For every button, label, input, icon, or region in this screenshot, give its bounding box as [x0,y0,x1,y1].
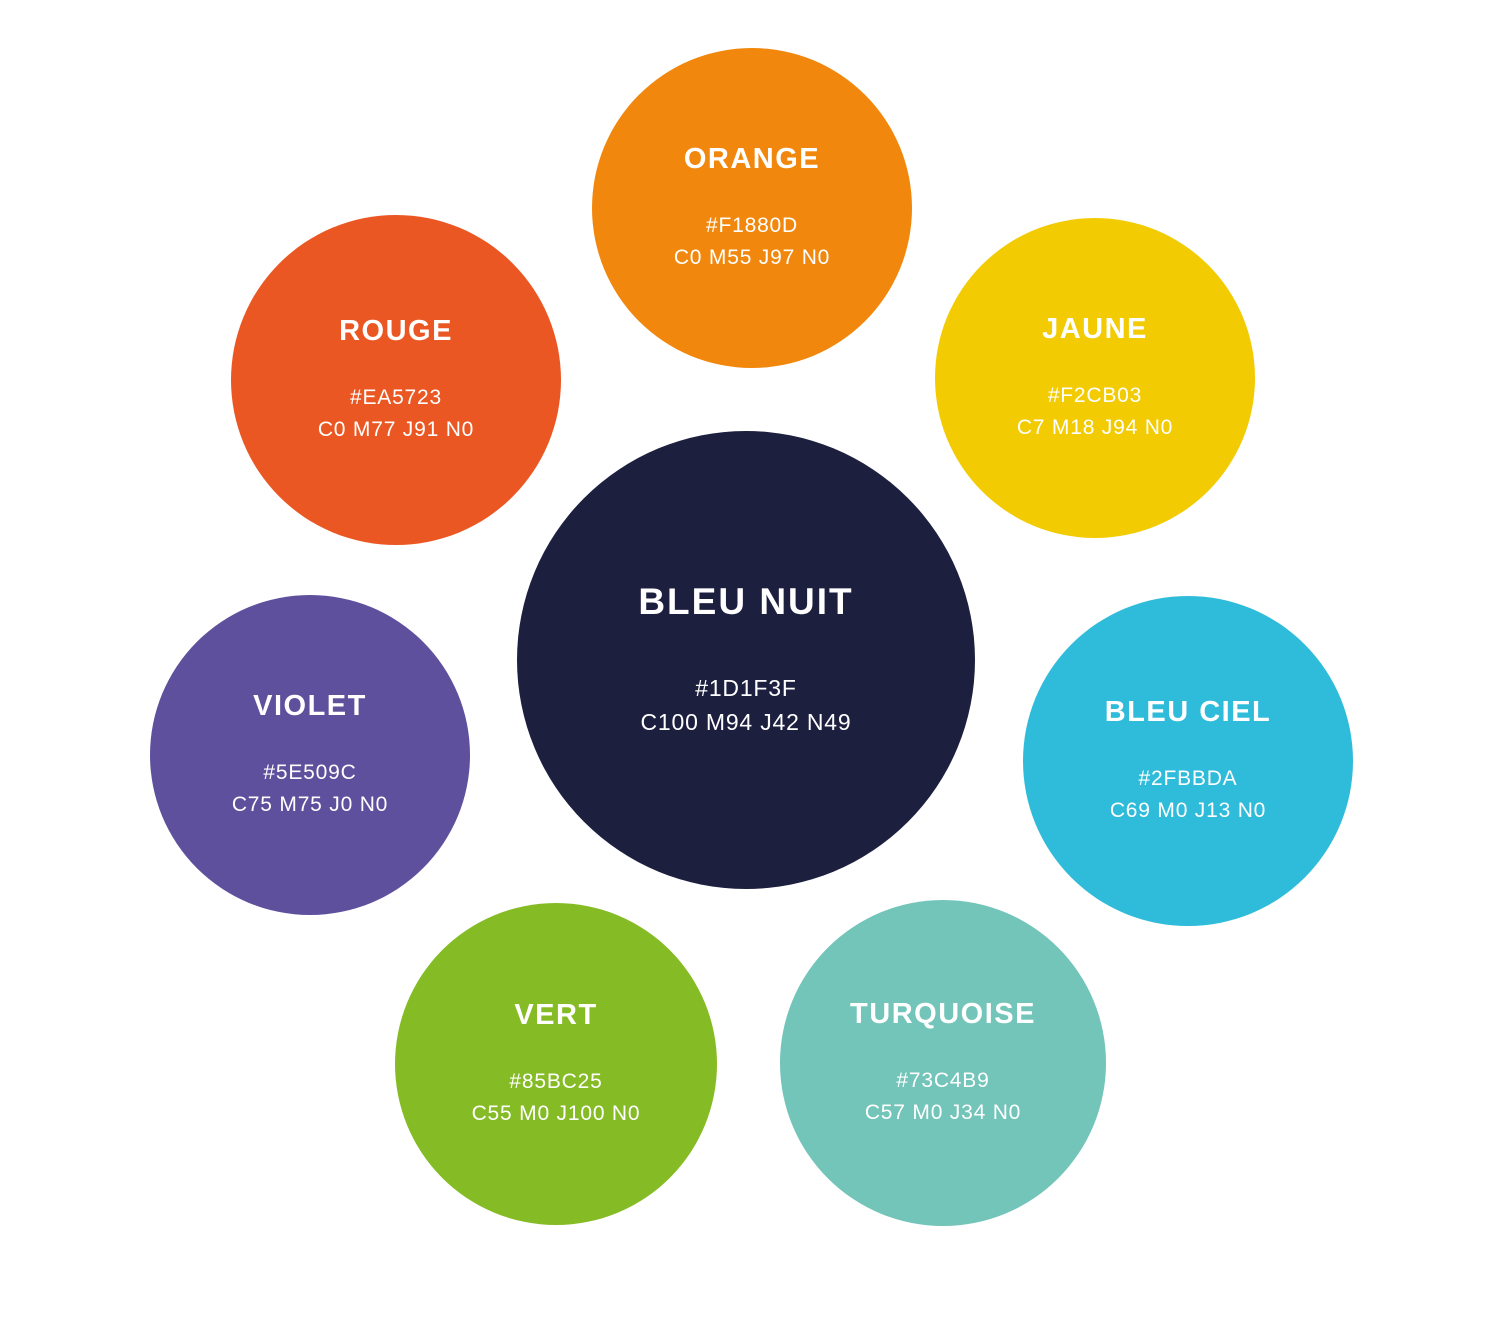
color-cmyk: C0 M55 J97 N0 [673,245,831,269]
color-circle-bleu-nuit: BLEU NUIT #1D1F3F C100 M94 J42 N49 [517,431,975,889]
color-name: VERT [514,999,598,1031]
color-hex: #F2CB03 [1047,384,1143,407]
color-name: VIOLET [253,690,367,722]
color-name: ROUGE [339,315,453,347]
color-cmyk: C75 M75 J0 N0 [231,792,389,816]
color-circle-violet: VIOLET #5E509C C75 M75 J0 N0 [150,595,470,915]
color-name: BLEU CIEL [1104,696,1272,728]
color-name: BLEU NUIT [638,580,854,622]
color-codes: #EA5723 C0 M77 J91 N0 [318,382,474,445]
color-circle-jaune: JAUNE #F2CB03 C7 M18 J94 N0 [935,218,1255,538]
color-cmyk: C55 M0 J100 N0 [471,1101,641,1125]
color-codes: #F2CB03 C7 M18 J94 N0 [1017,380,1173,443]
color-codes: #5E509C C75 M75 J0 N0 [232,757,388,820]
color-cmyk: C69 M0 J13 N0 [1109,798,1267,822]
color-hex: #73C4B9 [896,1069,990,1092]
color-hex: #1D1F3F [695,674,797,701]
color-name: TURQUOISE [850,998,1036,1030]
color-codes: #F1880D C0 M55 J97 N0 [674,210,830,273]
color-hex: #85BC25 [509,1070,603,1093]
color-hex: #5E509C [263,761,357,784]
color-name: JAUNE [1042,313,1148,345]
color-codes: #73C4B9 C57 M0 J34 N0 [865,1065,1021,1128]
color-circle-turquoise: TURQUOISE #73C4B9 C57 M0 J34 N0 [780,900,1106,1226]
color-codes: #1D1F3F C100 M94 J42 N49 [641,671,852,740]
color-codes: #2FBBDA C69 M0 J13 N0 [1110,763,1266,826]
color-cmyk: C100 M94 J42 N49 [640,709,852,735]
color-circle-bleu-ciel: BLEU CIEL #2FBBDA C69 M0 J13 N0 [1023,596,1353,926]
color-cmyk: C7 M18 J94 N0 [1016,415,1174,439]
color-hex: #2FBBDA [1138,767,1238,790]
color-codes: #85BC25 C55 M0 J100 N0 [472,1066,641,1129]
color-circle-vert: VERT #85BC25 C55 M0 J100 N0 [395,903,717,1225]
color-cmyk: C0 M77 J91 N0 [317,417,475,441]
color-circle-orange: ORANGE #F1880D C0 M55 J97 N0 [592,48,912,368]
color-name: ORANGE [683,143,821,175]
color-cmyk: C57 M0 J34 N0 [864,1100,1022,1124]
color-hex: #EA5723 [349,386,442,409]
color-hex: #F1880D [706,214,798,237]
color-circle-rouge: ROUGE #EA5723 C0 M77 J91 N0 [231,215,561,545]
